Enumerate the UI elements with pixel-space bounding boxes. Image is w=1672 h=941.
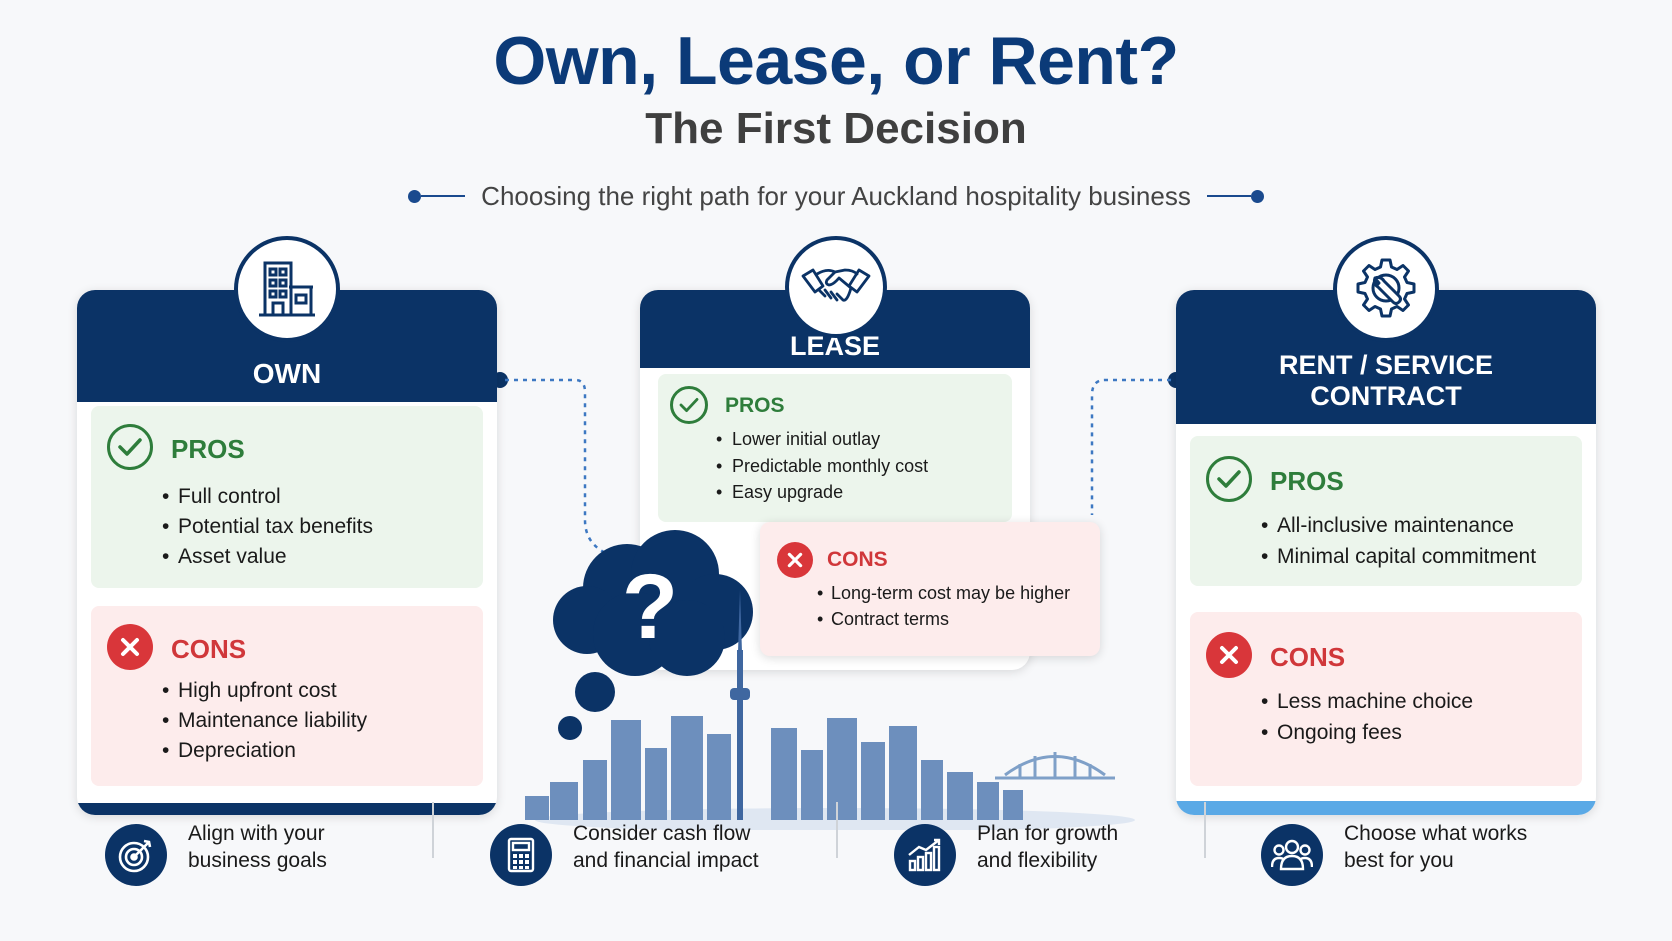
list-item: •Contract terms	[817, 609, 950, 629]
check-icon	[1206, 456, 1252, 502]
list-item: Ongoing fees	[1261, 717, 1473, 748]
check-icon	[670, 386, 708, 424]
question-cloud-icon: ?	[553, 530, 753, 740]
tagline: Choosing the right path for your Aucklan…	[481, 180, 1191, 211]
own-card-title: OWN	[252, 358, 322, 389]
own-pros-panel: PROS Full control Potential tax benefits…	[91, 406, 483, 588]
gear-wrench-icon	[1333, 236, 1439, 342]
rent-card-header: RENT / SERVICE CONTRACT	[1176, 290, 1596, 424]
tagline-row: Choosing the right path for your Aucklan…	[0, 178, 1672, 214]
footer-divider	[1204, 802, 1206, 858]
list-item: Depreciation	[162, 736, 367, 766]
lease-cons-panel: CONS •Long-term cost may be higher •Cont…	[760, 522, 1100, 656]
rent-cons-title: CONS	[1270, 642, 1346, 672]
tagline-right-ornament	[1206, 189, 1264, 203]
center-illustration: ?	[525, 530, 1135, 830]
own-pros-title: PROS	[171, 434, 245, 464]
own-pros-list: Full control Potential tax benefits Asse…	[162, 482, 373, 572]
svg-text:?: ?	[622, 556, 678, 658]
list-item: All-inclusive maintenance	[1261, 510, 1536, 541]
list-item: Predictable monthly cost	[716, 453, 928, 480]
lease-pros-list: Lower initial outlay Predictable monthly…	[716, 426, 928, 506]
people-icon	[1261, 824, 1323, 886]
footer-divider	[836, 802, 838, 858]
building-icon	[234, 236, 340, 342]
footer-divider	[432, 802, 434, 858]
rent-cons-panel: CONS Less machine choice Ongoing fees	[1190, 612, 1582, 786]
list-item: •Long-term cost may be higher	[817, 583, 1071, 603]
own-card-footer-bar	[77, 803, 497, 815]
rent-cons-list: Less machine choice Ongoing fees	[1261, 686, 1473, 748]
x-icon	[777, 542, 813, 578]
list-item: Less machine choice	[1261, 686, 1473, 717]
page-subtitle: The First Decision	[645, 104, 1027, 153]
x-icon	[1206, 632, 1252, 678]
lease-cons-list: •Long-term cost may be higher •Contract …	[817, 580, 1071, 632]
own-card: OWN PROS Full control Potential tax bene…	[77, 290, 497, 815]
list-item: Full control	[162, 482, 373, 512]
calculator-icon	[490, 824, 552, 886]
lease-cons-title: CONS	[827, 548, 888, 571]
own-connector-line	[505, 378, 611, 557]
lease-pros-panel: PROS Lower initial outlay Predictable mo…	[658, 374, 1012, 522]
tagline-left-ornament	[408, 189, 466, 203]
list-item: Lower initial outlay	[716, 426, 928, 453]
handshake-icon	[785, 236, 887, 338]
growth-chart-icon	[894, 824, 956, 886]
page-title: Own, Lease, or Rent?	[493, 23, 1179, 99]
list-item: Potential tax benefits	[162, 512, 373, 542]
rent-pros-list: All-inclusive maintenance Minimal capita…	[1261, 510, 1536, 572]
check-icon	[107, 424, 153, 470]
rent-pros-title: PROS	[1270, 466, 1344, 496]
list-item: Asset value	[162, 542, 373, 572]
list-item: Easy upgrade	[716, 479, 928, 506]
own-card-header: OWN	[77, 290, 497, 402]
own-cons-panel: CONS High upfront cost Maintenance liabi…	[91, 606, 483, 786]
own-cons-title: CONS	[171, 634, 247, 664]
x-icon	[107, 624, 153, 670]
rent-card-title: RENT / SERVICE CONTRACT	[1278, 350, 1494, 411]
list-item: High upfront cost	[162, 676, 367, 706]
auckland-skyline-illustration	[525, 590, 1135, 830]
own-cons-list: High upfront cost Maintenance liability …	[162, 676, 367, 766]
rent-pros-panel: PROS All-inclusive maintenance Minimal c…	[1190, 436, 1582, 586]
rent-card: RENT / SERVICE CONTRACT PROS All-inclusi…	[1176, 290, 1596, 815]
list-item: Maintenance liability	[162, 706, 367, 736]
target-icon	[105, 824, 167, 886]
list-item: Minimal capital commitment	[1261, 541, 1536, 572]
rent-card-footer-bar	[1176, 801, 1596, 815]
lease-pros-title: PROS	[725, 394, 785, 417]
rent-connector-line	[1090, 378, 1171, 515]
